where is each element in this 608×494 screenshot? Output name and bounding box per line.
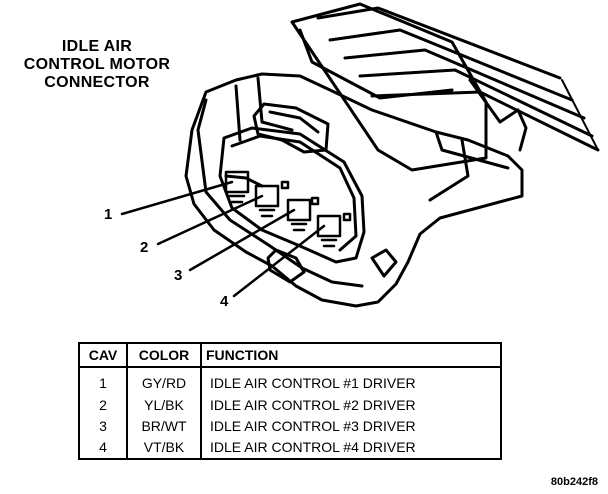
- latch-tab: [252, 102, 330, 154]
- cavity-3: [286, 196, 320, 232]
- connector-title: IDLE AIR CONTROL MOTOR CONNECTOR: [12, 38, 182, 92]
- callout-1: 1: [104, 206, 113, 223]
- leader-4: [232, 224, 326, 298]
- title-line-1: IDLE AIR: [61, 38, 133, 55]
- terminal-cavities: [224, 170, 352, 248]
- cavity-1: [224, 170, 250, 204]
- table-row: 3 BR/WT IDLE AIR CONTROL #3 DRIVER: [79, 415, 501, 437]
- wire-housing: [290, 2, 528, 172]
- title-line-3: CONNECTOR: [44, 74, 150, 91]
- title-line-2: CONTROL MOTOR: [23, 56, 171, 73]
- cell-function: IDLE AIR CONTROL #2 DRIVER: [210, 397, 416, 414]
- figure-code: 80b242f8: [550, 476, 598, 488]
- header-color: COLOR: [127, 343, 202, 368]
- cell-function: IDLE AIR CONTROL #1 DRIVER: [210, 375, 416, 392]
- cell-cav: 2: [79, 394, 128, 416]
- table-row: 1 GY/RD IDLE AIR CONTROL #1 DRIVER: [79, 367, 501, 395]
- cell-color: VT/BK: [127, 436, 202, 459]
- leader-lines: [120, 180, 326, 298]
- callout-2: 2: [140, 239, 149, 256]
- cell-color: GY/RD: [127, 367, 202, 395]
- header-cav: CAV: [79, 343, 128, 368]
- cell-cav: 1: [79, 367, 128, 395]
- cell-color: BR/WT: [127, 415, 202, 437]
- connector-shell: [184, 72, 524, 308]
- pinout-table: CAV COLOR FUNCTION 1 GY/RD IDLE AIR CONT…: [78, 342, 502, 460]
- cell-function: IDLE AIR CONTROL #3 DRIVER: [210, 418, 416, 435]
- header-function: FUNCTION: [201, 343, 501, 368]
- cell-cav: 4: [79, 436, 128, 459]
- connector-face: [218, 102, 398, 284]
- leader-3: [188, 208, 296, 272]
- connector-illustration: [120, 2, 600, 308]
- table-row: 2 YL/BK IDLE AIR CONTROL #2 DRIVER: [79, 394, 501, 416]
- callout-4: 4: [220, 293, 229, 310]
- callout-3: 3: [174, 267, 183, 284]
- table-row: 4 VT/BK IDLE AIR CONTROL #4 DRIVER: [79, 436, 501, 459]
- cavity-2: [254, 180, 290, 218]
- table-header-row: CAV COLOR FUNCTION: [79, 343, 501, 368]
- leader-2: [156, 194, 264, 246]
- wire-harness: [316, 6, 600, 152]
- leader-1: [120, 180, 234, 216]
- cell-cav: 3: [79, 415, 128, 437]
- bottom-key: [266, 248, 306, 284]
- cell-function: IDLE AIR CONTROL #4 DRIVER: [210, 439, 416, 456]
- cavity-4: [316, 212, 352, 248]
- cell-color: YL/BK: [127, 394, 202, 416]
